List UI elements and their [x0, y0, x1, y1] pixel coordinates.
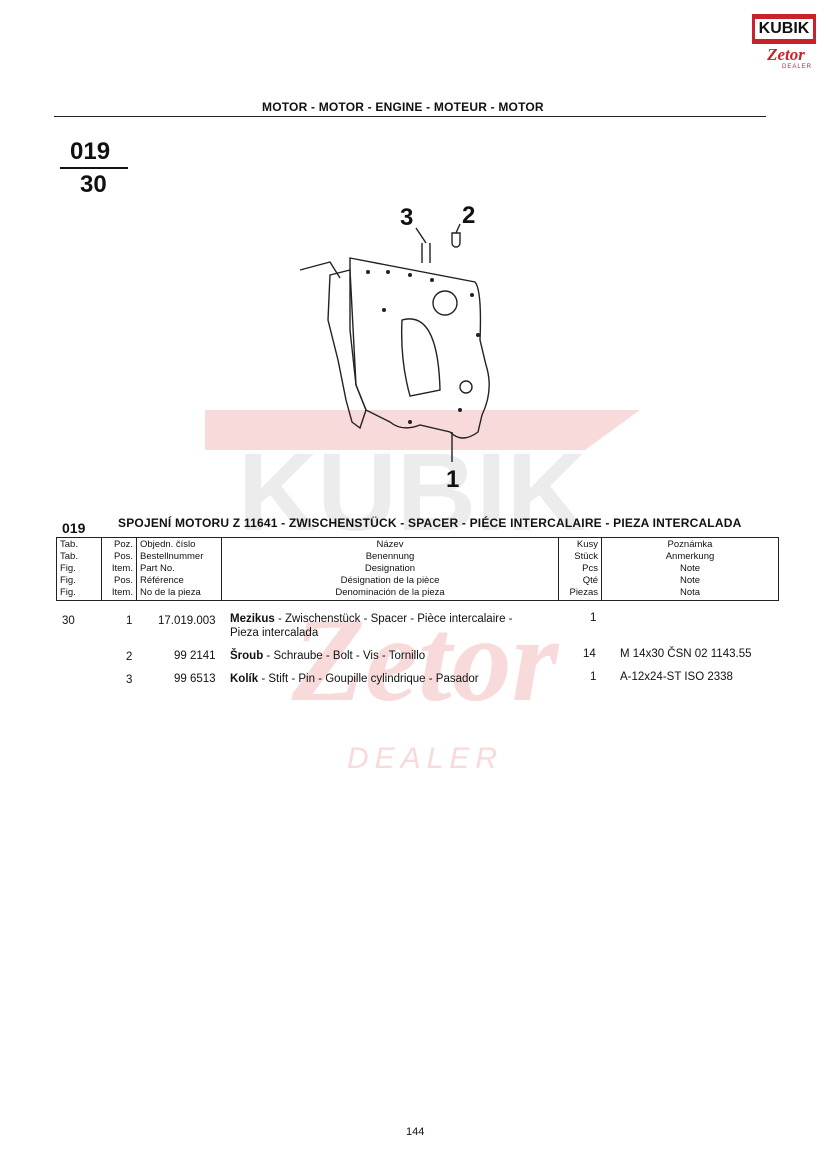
parts-table-header: Tab. Tab. Fig. Fig. Fig. Poz. Pos. Item.…	[56, 537, 779, 601]
row-1-name: Mezikus - Zwischenstück - Spacer - Pièce…	[230, 612, 560, 640]
callout-1: 1	[446, 466, 460, 493]
row-1-tab: 30	[62, 615, 75, 627]
section-number: 019	[62, 520, 86, 536]
logo-dealer: DEALER	[782, 64, 813, 70]
col-part-number: Objedn. číslo Bestellnummer Part No. Réf…	[136, 537, 222, 601]
spacer-plate-diagram	[299, 223, 490, 462]
row-2-name: Šroub - Schraube - Bolt - Vis - Tornillo	[230, 649, 425, 663]
plate-hole-small	[459, 380, 473, 394]
row-2-part: 99 2141	[174, 650, 216, 662]
figure-group-number: 019	[70, 138, 111, 165]
row-2-qty: 14	[583, 648, 596, 660]
watermark-bar	[205, 410, 640, 450]
row-3-pos: 3	[126, 674, 133, 686]
col-quantity: Kusy Stück Pcs Qté Piezas	[558, 537, 602, 601]
row-2-note: M 14x30 ČSN 02 1143.55	[620, 648, 752, 660]
row-1-name-line2: Pieza intercalada	[230, 627, 319, 639]
kubik-watermark: KUBIK Zetor DEALER	[205, 410, 640, 775]
callout-3: 3	[400, 204, 414, 231]
row-3-name-czech: Kolík	[230, 673, 259, 685]
row-3-name-translations: - Stift - Pin - Goupille cylindrique - P…	[258, 673, 479, 685]
leader-3	[415, 227, 427, 244]
bolt-hole	[408, 273, 412, 277]
plate-outline	[349, 257, 490, 439]
housing-left	[327, 269, 367, 430]
housing-edge	[299, 261, 341, 279]
row-3-name: Kolík - Stift - Pin - Goupille cylindriq…	[230, 672, 479, 686]
row-1-name-czech: Mezikus	[230, 613, 275, 625]
row-3-part: 99 6513	[174, 673, 216, 685]
bolt-hole	[408, 420, 412, 424]
bolt-hole	[458, 408, 462, 412]
bolt-2	[451, 232, 461, 248]
row-2-name-translations: - Schraube - Bolt - Vis - Tornillo	[263, 650, 426, 662]
plate-hole-large	[432, 290, 458, 316]
logo-banner: KUBIK	[752, 14, 816, 44]
bolt-hole	[430, 278, 434, 282]
watermark-brand: KUBIK	[238, 431, 586, 554]
col-pos: Poz. Pos. Item. Pos. Item.	[101, 537, 137, 601]
figure-table-number: 30	[80, 171, 107, 198]
page-number: 144	[406, 1126, 425, 1138]
row-2-pos: 2	[126, 651, 133, 663]
bolt-hole	[366, 270, 370, 274]
pin-3	[421, 243, 431, 263]
row-3-note: A-12x24-ST ISO 2338	[620, 671, 733, 683]
leader-2	[455, 223, 461, 234]
callout-2: 2	[462, 202, 476, 229]
row-1-part: 17.019.003	[158, 615, 216, 627]
section-title: SPOJENÍ MOTORU Z 11641 - ZWISCHENSTÜCK -…	[118, 516, 742, 530]
kubik-zetor-logo: KUBIK Zetor DEALER	[752, 14, 818, 72]
watermark-sub: Zetor	[291, 593, 560, 726]
row-1-qty: 1	[590, 612, 597, 624]
bolt-hole	[470, 293, 474, 297]
logo-brand: KUBIK	[755, 19, 813, 39]
header-rule	[54, 116, 766, 117]
row-3-qty: 1	[590, 671, 597, 683]
col-note: Poznámka Anmerkung Note Note Nota	[601, 537, 779, 601]
row-1-name-translations: - Zwischenstück - Spacer - Pièce interca…	[274, 613, 513, 625]
col-name: Název Benennung Designation Désignation …	[221, 537, 559, 601]
bolt-hole	[386, 270, 390, 274]
bolt-hole	[476, 333, 480, 337]
bolt-hole	[382, 308, 386, 312]
row-2-name-czech: Šroub	[230, 650, 264, 662]
page-header: MOTOR - MOTOR - ENGINE - MOTEUR - MOTOR	[262, 100, 544, 114]
watermark-dealer: DEALER	[347, 742, 503, 775]
housing-bore	[401, 318, 441, 397]
row-1-pos: 1	[126, 615, 133, 627]
col-tab: Tab. Tab. Fig. Fig. Fig.	[56, 537, 102, 601]
figure-number-rule	[60, 167, 128, 169]
logo-sub: Zetor	[767, 45, 805, 64]
